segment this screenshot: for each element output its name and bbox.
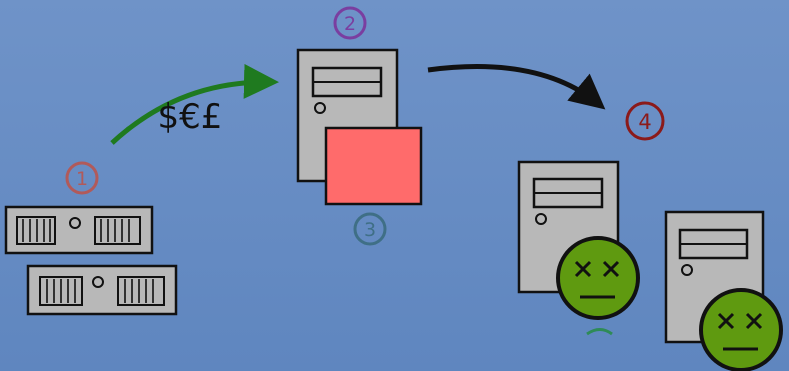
svg-text:1: 1 bbox=[76, 168, 88, 190]
step-2-marker: 2 bbox=[333, 6, 367, 40]
svg-text:4: 4 bbox=[638, 110, 651, 134]
payment-arrow bbox=[110, 63, 279, 145]
currency-label: $€£ bbox=[158, 97, 223, 137]
attack-arrow bbox=[427, 64, 606, 110]
svg-text:3: 3 bbox=[364, 219, 376, 241]
rack-server-icon bbox=[26, 264, 178, 316]
partial-face-arc bbox=[586, 328, 613, 336]
step-1-marker: 1 bbox=[65, 161, 99, 195]
step-4-marker: 4 bbox=[625, 101, 665, 141]
dead-face-icon bbox=[699, 288, 783, 371]
step-3-marker: 3 bbox=[353, 212, 387, 246]
red-box-icon bbox=[324, 126, 423, 206]
svg-text:2: 2 bbox=[344, 13, 356, 35]
dead-face-icon bbox=[556, 236, 640, 320]
rack-server-icon bbox=[4, 205, 154, 255]
